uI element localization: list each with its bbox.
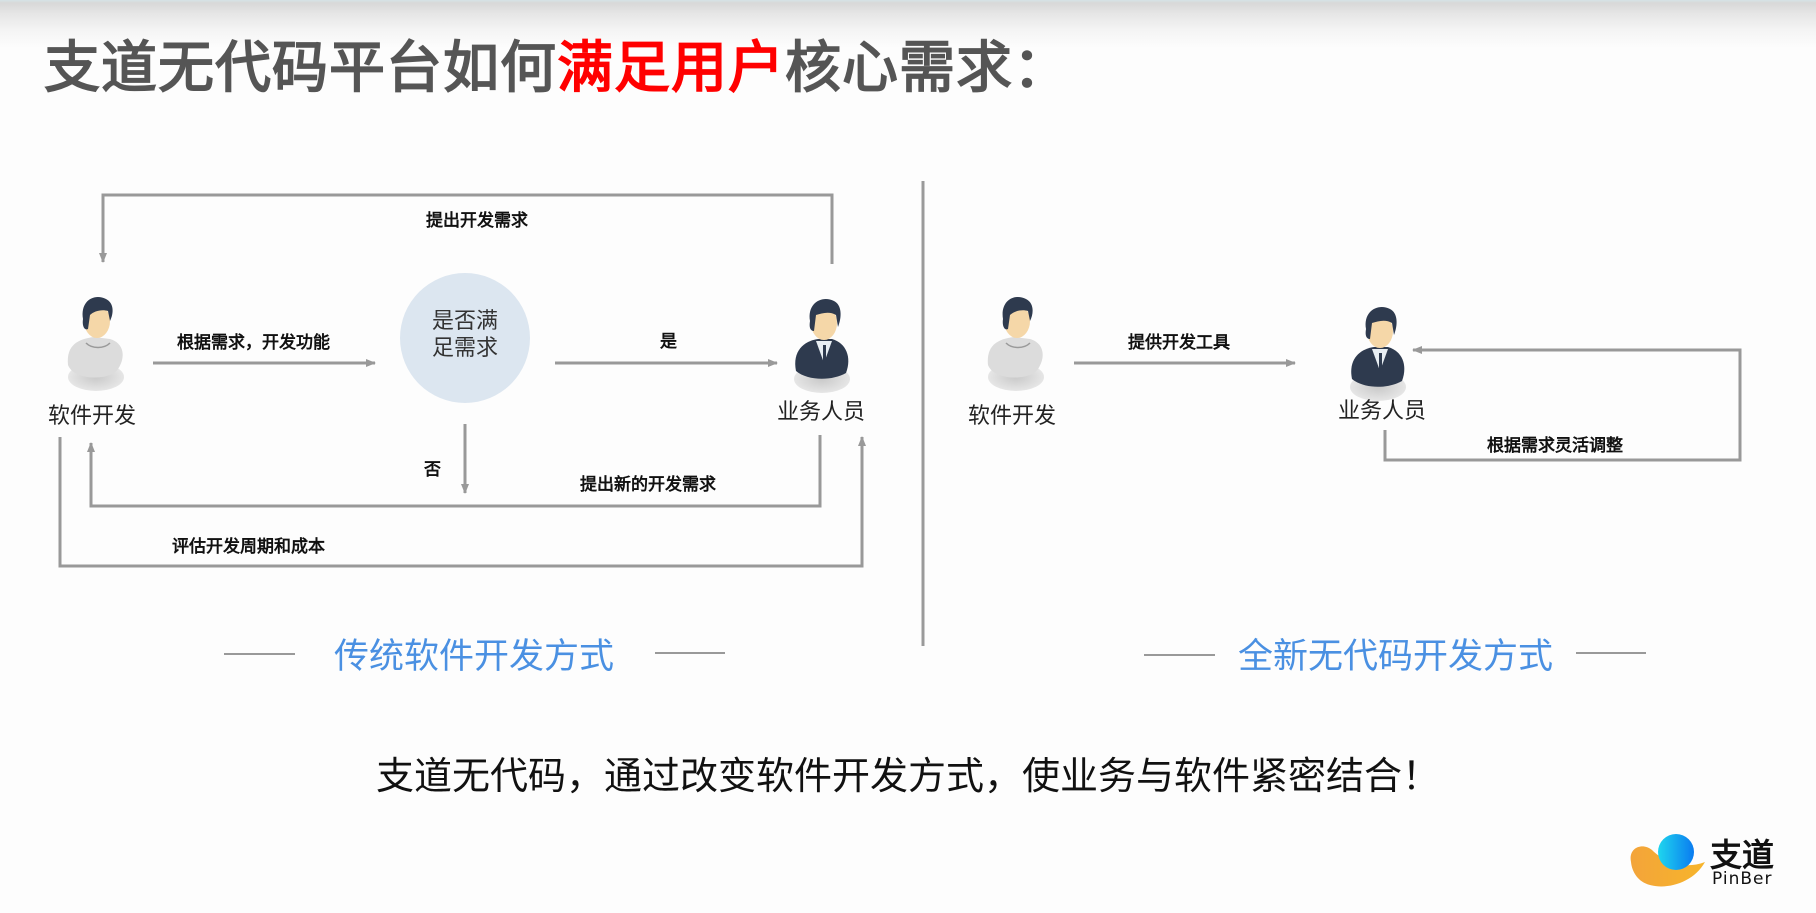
edge-new-requirement [87, 435, 822, 508]
section-title-nocode: 全新无代码开发方式 [1238, 637, 1554, 677]
title-highlight: 满足用户 [557, 36, 785, 101]
edge-label-provide-tools: 提供开发工具 [1128, 333, 1230, 353]
decision-circle [400, 273, 530, 403]
edge-propose-requirement [99, 193, 834, 264]
edge-label-propose-requirement: 提出开发需求 [426, 211, 528, 231]
title-prefix: 支道无代码平台如何 [44, 36, 557, 101]
decision-label-line2: 足需求 [431, 336, 498, 361]
developer-avatar-icon [67, 296, 125, 392]
decision-label-line1: 是否满 [431, 309, 498, 334]
edge-label-develop: 根据需求，开发功能 [177, 333, 330, 353]
edge-label-flexible-adjust: 根据需求灵活调整 [1487, 436, 1623, 456]
edge-flexible-adjust [1383, 346, 1742, 462]
node-developer-label: 软件开发 [48, 404, 137, 429]
node-developer-label-right: 软件开发 [968, 404, 1057, 429]
decision-label: 是否满 足需求 [400, 308, 530, 362]
edge-label-new-requirement: 提出新的开发需求 [580, 475, 716, 495]
pinber-logo-icon [1630, 834, 1705, 887]
logo-name-cn: 支道 [1710, 836, 1775, 874]
section-title-traditional: 传统软件开发方式 [334, 637, 615, 677]
edge-label-evaluate: 评估开发周期和成本 [172, 537, 325, 557]
node-business-label-right: 业务人员 [1338, 399, 1427, 424]
logo-name-en: PinBer [1712, 869, 1773, 889]
business-avatar-icon-right [1350, 307, 1406, 401]
top-gradient-band [0, 0, 1816, 48]
node-business-label: 业务人员 [777, 400, 866, 425]
tagline: 支道无代码，通过改变软件开发方式，使业务与软件紧密结合！ [375, 754, 1440, 798]
edge-evaluate [58, 436, 866, 568]
edge-label-yes: 是 [660, 332, 677, 352]
developer-avatar-icon-right [987, 296, 1045, 392]
title-suffix: 核心需求： [785, 36, 1070, 101]
business-avatar-icon [794, 299, 850, 393]
edge-label-no: 否 [424, 460, 441, 480]
page-title: 支道无代码平台如何满足用户核心需求： [44, 34, 1070, 104]
